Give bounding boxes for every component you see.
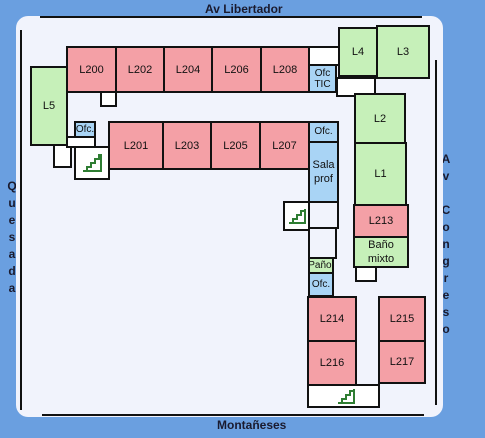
corridor-north-gap bbox=[100, 91, 117, 107]
room-l207[interactable]: L207 bbox=[259, 121, 310, 170]
corridor-sala-south bbox=[308, 201, 339, 229]
room-l216[interactable]: L216 bbox=[307, 340, 357, 386]
stairs-central bbox=[283, 201, 311, 231]
stairs-south bbox=[334, 384, 358, 408]
stairs-icon bbox=[338, 389, 355, 404]
room-sala-prof[interactable]: Sala prof bbox=[308, 141, 339, 203]
perimeter-north bbox=[40, 16, 422, 18]
room-l217[interactable]: L217 bbox=[378, 340, 426, 384]
perimeter-east bbox=[435, 60, 437, 405]
street-montaneses: Montañeses bbox=[217, 418, 287, 432]
street-av-libertador: Av Libertador bbox=[205, 2, 283, 16]
corridor-central-south bbox=[308, 227, 337, 259]
room-l214[interactable]: L214 bbox=[307, 296, 357, 342]
room-l208[interactable]: L208 bbox=[260, 46, 310, 93]
room-l213[interactable]: L213 bbox=[353, 204, 409, 238]
room-l203[interactable]: L203 bbox=[162, 121, 212, 170]
room-l205[interactable]: L205 bbox=[210, 121, 261, 170]
room-l200[interactable]: L200 bbox=[66, 46, 117, 93]
room-ofc-south[interactable]: Ofc. bbox=[308, 272, 334, 297]
room-ofc-tic[interactable]: Ofc TIC bbox=[308, 64, 337, 93]
corridor-north-notch bbox=[308, 46, 340, 66]
room-l215[interactable]: L215 bbox=[378, 296, 426, 342]
room-l3[interactable]: L3 bbox=[376, 25, 430, 79]
room-l204[interactable]: L204 bbox=[163, 46, 213, 93]
room-l1[interactable]: L1 bbox=[354, 142, 407, 206]
room-l5[interactable]: L5 bbox=[30, 66, 68, 146]
corridor-west-a bbox=[53, 144, 72, 168]
room-bano-mixto[interactable]: Baño mixto bbox=[353, 236, 409, 268]
perimeter-west bbox=[20, 30, 22, 410]
room-l202[interactable]: L202 bbox=[115, 46, 165, 93]
corridor-east-link bbox=[355, 266, 377, 282]
stairs-west bbox=[74, 146, 110, 180]
stairs-icon bbox=[83, 154, 102, 172]
room-l206[interactable]: L206 bbox=[211, 46, 262, 93]
room-l2[interactable]: L2 bbox=[354, 93, 406, 144]
stairs-icon bbox=[289, 209, 306, 224]
room-l201[interactable]: L201 bbox=[108, 121, 164, 170]
perimeter-south bbox=[42, 414, 424, 416]
room-ofc-west[interactable]: Ofc. bbox=[74, 121, 96, 138]
room-ofc-central[interactable]: Ofc. bbox=[308, 121, 339, 143]
room-l4[interactable]: L4 bbox=[338, 27, 378, 77]
